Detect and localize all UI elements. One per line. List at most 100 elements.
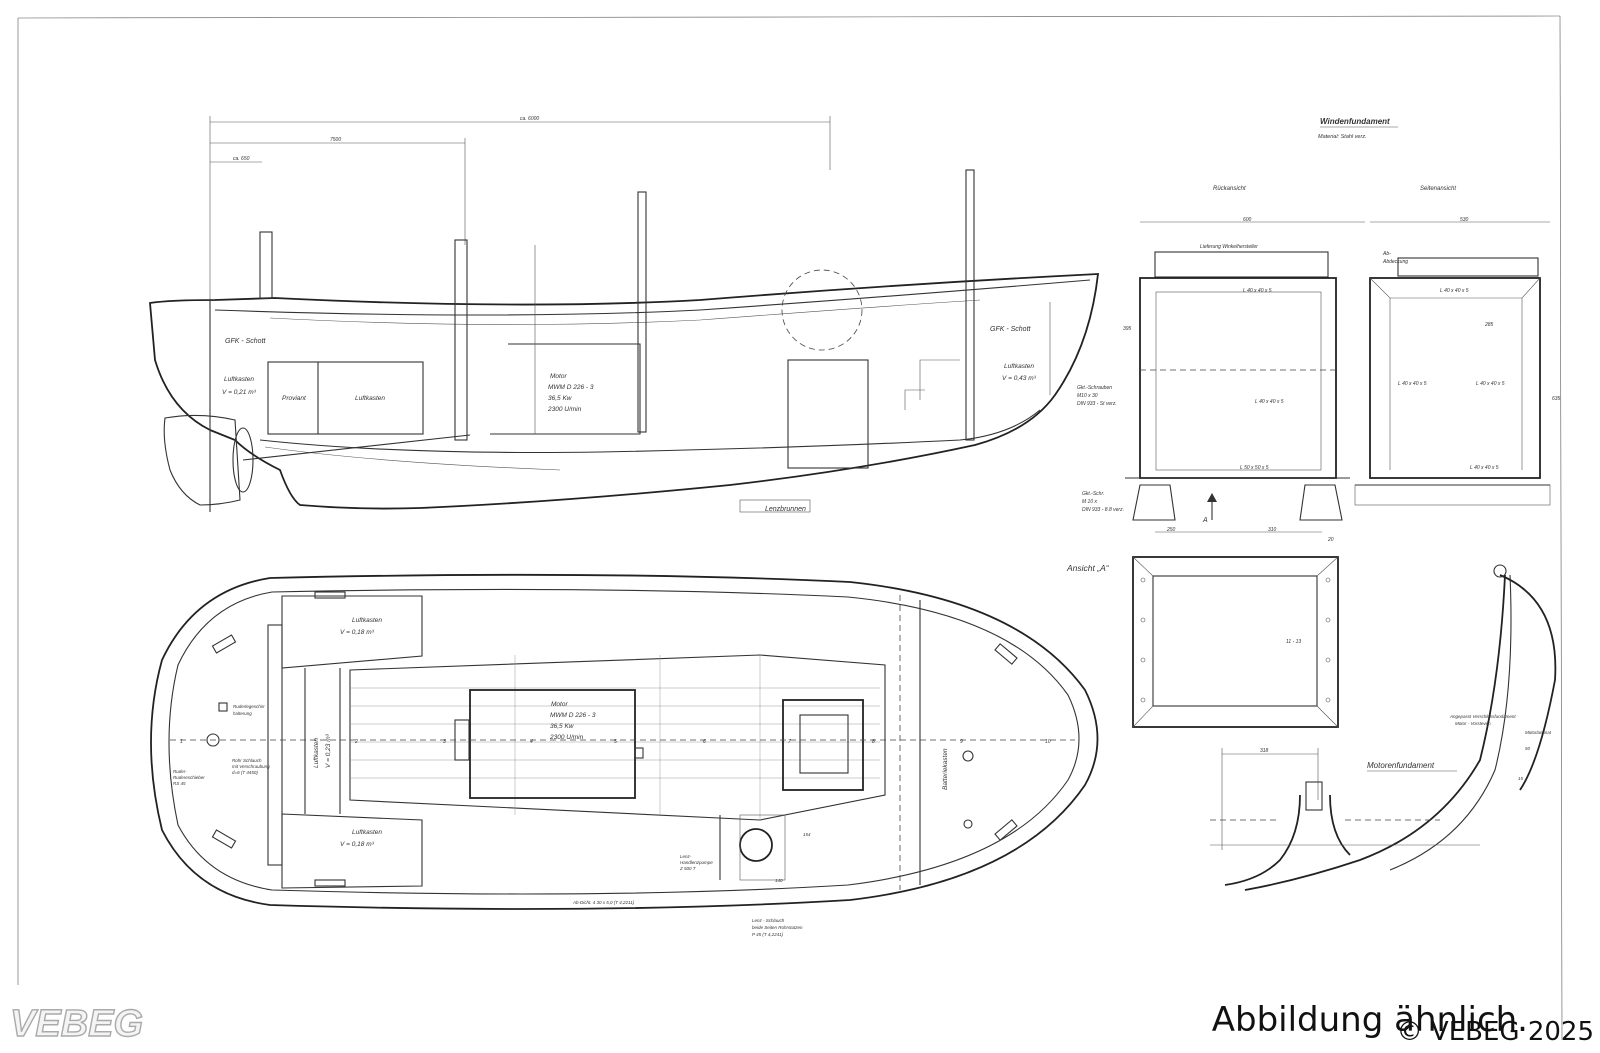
ruder3: RS 45 [173,781,186,786]
side-frame [1369,277,1541,479]
winch-material: Material: Stahl verz. [1318,134,1367,140]
mast-bow [965,169,975,441]
kohle1: Rohr Schlauch [232,758,262,763]
kohle2: mit Verschraubung [232,764,270,769]
gfk-schott-left: GFK - Schott [225,338,267,345]
motor-dim-r1: 50 [1525,746,1531,751]
dim-w2: 530 [1460,217,1469,223]
v-aft: V = 0,18 m³ [340,841,375,848]
luftkasten-left: Luftkasten [224,376,254,383]
motor-note1: Angepasst Verschlussfundament [1449,714,1516,719]
luftkasten-aft: Luftkasten [352,829,382,836]
mark-6: 6 [703,739,706,745]
side-view: ca. 6000 7500 ca. 650 GFK - Schott [149,116,1100,513]
caption: Abbildung ähnlich. [1212,1000,1528,1040]
mark-1: 1 [180,739,183,745]
dim-small2: 140 [775,878,783,883]
winch-top [782,699,864,791]
rudergeschirr: Ruderlegeschirr [233,704,265,709]
dim-bottom2: 310 [1268,527,1277,533]
winch-top-plate [1154,251,1329,278]
proviant-label: Proviant [282,395,307,402]
mark-8: 8 [872,739,875,745]
lenzbrunnen-label: Lenzbrunnen [765,506,806,513]
lenz1: Lenz- [680,854,692,859]
top-view: Luftkasten V = 0,18 m³ Luftkasten V = 0,… [150,573,1099,937]
luftkasten-aft-box [281,813,423,889]
rear-frame [1139,277,1337,479]
hull-section-line [1244,574,1506,891]
v-side: V = 0,23 m³ [325,733,332,768]
mark-9: 9 [960,739,963,745]
ansicht-a-title: Ansicht „A“ [1066,563,1110,573]
side-top: L 40 x 40 x 5 [1440,288,1469,294]
gfk-schrauben2: M10 x 30 [1077,393,1098,399]
motor-note2: Motor - Vorsteven [1455,721,1491,726]
dim-left: ca. 650 [233,156,250,162]
gkt-schr2: M 10 x [1082,499,1098,505]
ansicht-a-dim: 11 - 13 [1286,639,1301,645]
motor-dim-r2: 15 [1518,776,1524,781]
dim-mid: 7500 [330,137,341,143]
motor-power: 36,5 Kw [548,395,573,402]
dim-bottom3: 20 [1327,537,1334,543]
engine-top [469,689,636,799]
hull-top-outline [150,573,1099,910]
lieferung-label: Lieferung Winkelhersteller [1200,244,1258,250]
gfk-schrauben: Gkt.-Schrauben [1077,385,1112,391]
ruder1: Ruder- [173,769,187,774]
dim-total: ca. 6000 [520,116,539,122]
top-motor-rpm: 2300 U/min [549,734,584,741]
motor-note3: Motorlaminat [1525,730,1552,735]
ansicht-a-outer [1132,556,1339,728]
top-motor-label: Motor [551,701,568,708]
border-top [17,15,1561,19]
dim-h: 395 [1123,326,1132,332]
logo-text: VEBEG [10,1003,143,1044]
luftkasten-side: Luftkasten [313,738,320,768]
mark-5: 5 [614,739,617,745]
motor-dim-top: 318 [1260,748,1269,754]
mark-7: 7 [788,739,791,745]
bilge-pump [739,828,773,862]
v-fwd: V = 0,18 m³ [340,629,375,636]
luftkasten-right: Luftkasten [1004,363,1034,370]
hull-side-outline [149,273,1100,510]
bottom-note: Ab-Dicht. 4 30 x 5,0 (T 4,2211) [572,900,635,905]
rueckansicht-label: Rückansicht [1213,186,1246,192]
luftkasten-mid: Luftkasten [355,395,385,402]
side-mid1: L 40 x 40 x 5 [1398,381,1427,387]
mark-2: 2 [354,739,358,745]
mast-mid [454,239,468,441]
schlauch2: beide Seiten Rohrstutzen [752,925,803,930]
luftkasten-fwd: Luftkasten [352,617,382,624]
volume-left: V = 0,21 m³ [222,389,257,396]
motor-model: MWM D 226 - 3 [548,384,594,391]
side-mid2: L 40 x 40 x 5 [1476,381,1505,387]
border-right [1559,15,1563,1041]
ansicht-a: Ansicht „A“ 11 - 13 [1066,556,1339,728]
gkt-schr3: DIN 933 - 8.8 verz. [1082,507,1124,513]
kohle3: d=6 (T 4450) [232,770,258,775]
caption-text: Abbildung ähnlich. [1211,1000,1528,1040]
copyright-text: © VEBEG 2025 [1396,1017,1594,1047]
winch-foundation: Windenfundament Material: Stahl verz. Rü… [1077,117,1561,543]
abdeckung-label: Abdeckung [1382,259,1408,265]
dim-h2: 635 [1552,396,1561,402]
side-bot: L 40 x 40 x 5 [1470,465,1499,471]
seitenansicht-label: Seitenansicht [1420,186,1456,192]
mark-3: 3 [443,739,446,745]
a-marker: A [1202,517,1208,524]
profile-mid: L 40 x 40 x 5 [1255,399,1284,405]
winch-title: Windenfundament [1320,117,1390,126]
lenz2: Handlenzpumpe [680,860,713,865]
mark-10: 10 [1045,739,1051,745]
side-285: 285 [1484,322,1494,328]
schlauch3: P 45 (T 4,2241) [752,932,784,937]
profile-bot: L 50 x 50 x 5 [1240,465,1269,471]
ansicht-a-inner [1152,575,1318,707]
lenz3: Z 500 T [679,866,697,871]
rudder-side [163,414,241,506]
top-motor-power: 36,5 Kw [550,723,575,730]
